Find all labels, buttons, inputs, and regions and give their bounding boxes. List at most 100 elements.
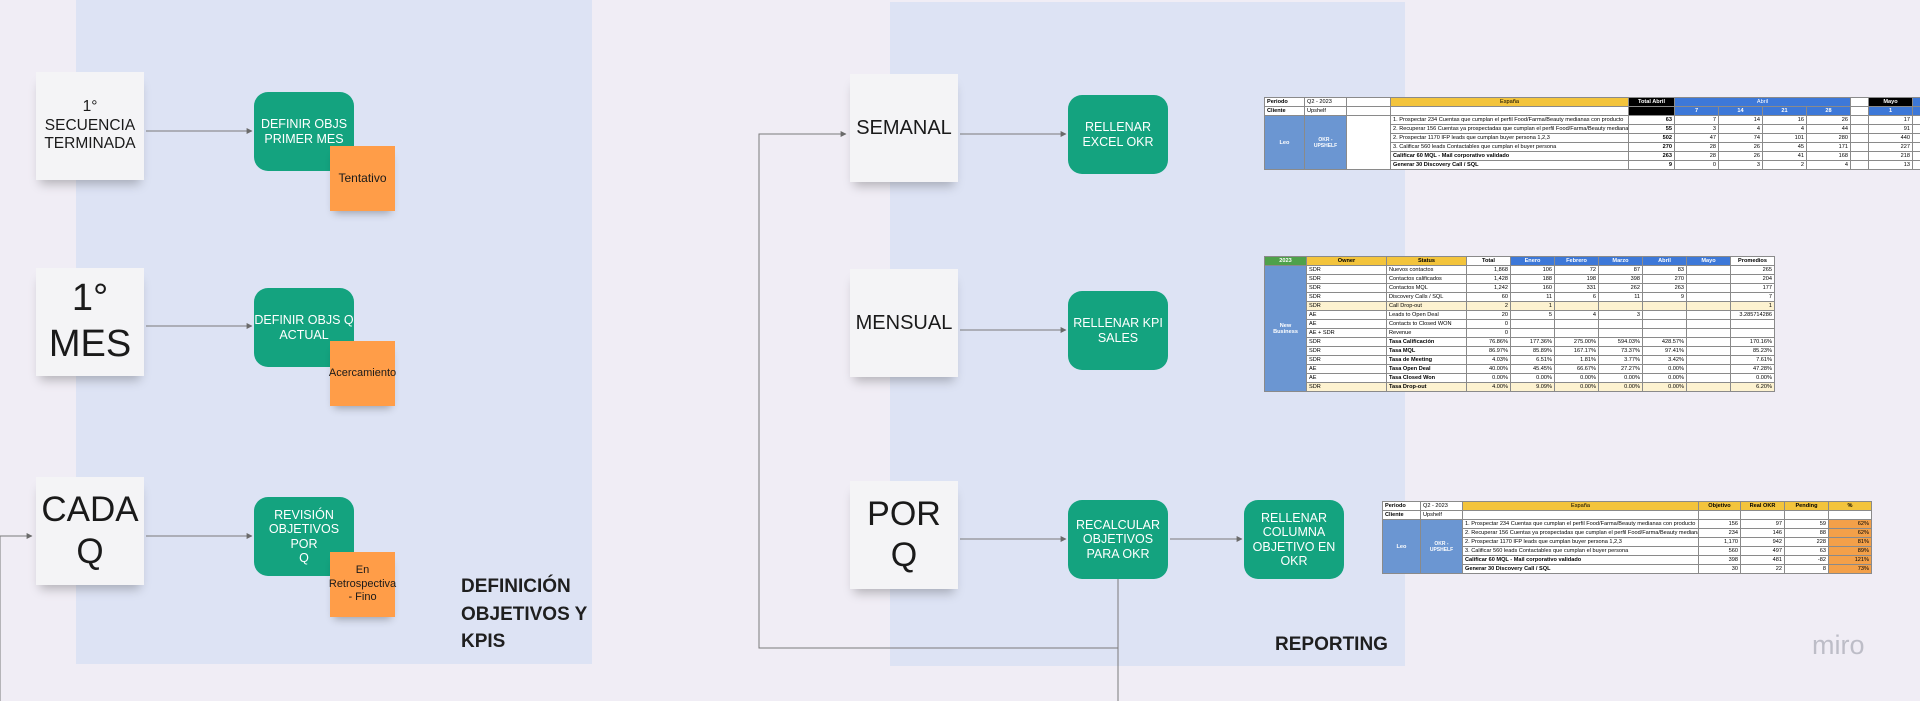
table-cell[interactable]: SDR: [1306, 337, 1387, 347]
table-cell[interactable]: [1686, 364, 1731, 374]
table-cell[interactable]: 2: [1762, 160, 1807, 170]
table-cell[interactable]: 0.00%: [1554, 373, 1599, 383]
table-cell[interactable]: [1686, 346, 1731, 356]
table-cell[interactable]: [1850, 151, 1870, 161]
table-cell[interactable]: 204: [1730, 274, 1775, 284]
table-cell[interactable]: SDR: [1306, 292, 1387, 302]
table-cell[interactable]: 167.17%: [1554, 346, 1599, 356]
table-cell[interactable]: 146: [1740, 528, 1785, 538]
table-cell[interactable]: 2. Prospectar 1170 IFP leads que cumplan…: [1390, 133, 1629, 143]
table-cell[interactable]: 43: [1912, 142, 1920, 152]
table-cell[interactable]: [1850, 133, 1870, 143]
table-cell[interactable]: 497: [1740, 546, 1785, 556]
table-cell[interactable]: 2. Recuperar 156 Cuentas ya prospectadas…: [1390, 124, 1629, 134]
table-cell[interactable]: 17: [1868, 115, 1914, 125]
table-cell[interactable]: 76.86%: [1466, 337, 1511, 347]
table-cell[interactable]: Tasa de Meeting: [1386, 355, 1467, 365]
table-cell[interactable]: [1642, 310, 1687, 320]
table-cell[interactable]: Total Abril: [1628, 97, 1675, 107]
table-cell[interactable]: 21: [1762, 106, 1807, 116]
table-cell[interactable]: 5: [1510, 310, 1555, 320]
table-cell[interactable]: [1686, 382, 1731, 392]
table-cell[interactable]: AE: [1306, 373, 1387, 383]
table-cell[interactable]: Tasa Calificación: [1386, 337, 1467, 347]
table-cell[interactable]: 9.09%: [1510, 382, 1555, 392]
table-cell[interactable]: 4.03%: [1466, 355, 1511, 365]
table-cell[interactable]: 4: [1912, 115, 1920, 125]
table-cell[interactable]: 560: [1698, 546, 1741, 556]
table-cell[interactable]: [1686, 328, 1731, 338]
table-cell[interactable]: 1: [1730, 301, 1775, 311]
table-cell[interactable]: AE: [1306, 319, 1387, 329]
table-cell[interactable]: 7: [1674, 106, 1719, 116]
table-cell[interactable]: 198: [1554, 274, 1599, 284]
table-cell[interactable]: [1730, 319, 1775, 329]
table-cell[interactable]: [1554, 319, 1599, 329]
table-cell[interactable]: 26: [1718, 151, 1763, 161]
table-cell[interactable]: 40.00%: [1466, 364, 1511, 374]
table-cell[interactable]: 228: [1784, 537, 1829, 547]
table-cell[interactable]: 3.285714286: [1730, 310, 1775, 320]
table-cell[interactable]: 275.00%: [1554, 337, 1599, 347]
table-cell[interactable]: Tasa Closed Won: [1386, 373, 1467, 383]
table-cell[interactable]: 63: [1784, 546, 1829, 556]
table-cell[interactable]: Generar 30 Discovery Call / SQL: [1462, 564, 1699, 574]
table-cell[interactable]: 45: [1762, 142, 1807, 152]
sticky-primer-mes[interactable]: 1° MES: [36, 268, 144, 376]
table-cell[interactable]: Periodo: [1264, 97, 1305, 107]
table-cell[interactable]: SDR: [1306, 283, 1387, 293]
table-cell[interactable]: 0.00%: [1598, 373, 1643, 383]
table-cell[interactable]: 41: [1762, 151, 1807, 161]
table-cell[interactable]: 502: [1628, 133, 1675, 143]
table-cell[interactable]: 398: [1698, 555, 1741, 565]
table-cell[interactable]: 44: [1805, 124, 1852, 134]
table-cell[interactable]: [1850, 97, 1870, 107]
table-cell[interactable]: [1850, 115, 1870, 125]
table-cell[interactable]: 0.00%: [1510, 373, 1555, 383]
table-cell[interactable]: Contactos MQL: [1386, 283, 1467, 293]
process-definir-objs-q-actual[interactable]: DEFINIR OBJS Q ACTUAL: [254, 288, 354, 367]
process-recalcular-objetivos[interactable]: RECALCULAR OBJETIVOS PARA OKR: [1068, 500, 1168, 579]
table-cell[interactable]: 1. Prospectar 234 Cuentas que cumplan el…: [1462, 519, 1699, 529]
table-cell[interactable]: Real OKR: [1740, 501, 1785, 511]
table-cell[interactable]: [1346, 115, 1391, 170]
table-cell[interactable]: [1784, 510, 1829, 520]
table-cell[interactable]: 85.23%: [1730, 346, 1775, 356]
table-cell[interactable]: Leo: [1382, 519, 1421, 574]
table-cell[interactable]: 2023: [1264, 256, 1307, 266]
process-rellenar-columna-objetivo[interactable]: RELLENAR COLUMNA OBJETIVO EN OKR: [1244, 500, 1344, 579]
table-cell[interactable]: [1598, 319, 1643, 329]
sticky-semanal[interactable]: SEMANAL: [850, 74, 958, 182]
table-cell[interactable]: 22: [1740, 564, 1785, 574]
table-cell[interactable]: Cliente: [1264, 106, 1305, 116]
table-cell[interactable]: 2: [1466, 301, 1511, 311]
table-cell[interactable]: -82: [1784, 555, 1829, 565]
table-cell[interactable]: SDR: [1306, 301, 1387, 311]
table-cell[interactable]: [1730, 328, 1775, 338]
table-cell[interactable]: 1. Prospectar 234 Cuentas que cumplan el…: [1390, 115, 1629, 125]
table-cell[interactable]: 218: [1868, 151, 1914, 161]
table-cell[interactable]: New Business: [1264, 265, 1307, 392]
table-cell[interactable]: [1462, 510, 1699, 520]
table-cell[interactable]: 101: [1762, 133, 1807, 143]
table-cell[interactable]: 106: [1510, 265, 1555, 275]
process-rellenar-excel-okr[interactable]: RELLENAR EXCEL OKR: [1068, 95, 1168, 174]
table-cell[interactable]: Mayo: [1868, 97, 1914, 107]
table-cell[interactable]: 3: [1912, 160, 1920, 170]
table-cell[interactable]: Contactos calificados: [1386, 274, 1467, 284]
table-cell[interactable]: AE + SDR: [1306, 328, 1387, 338]
table-cell[interactable]: [1510, 319, 1555, 329]
table-cell[interactable]: 4: [1554, 310, 1599, 320]
table-cell[interactable]: 3. Calificar 560 leads Contactables que …: [1462, 546, 1699, 556]
table-cell[interactable]: [1686, 283, 1731, 293]
table-cell[interactable]: [1740, 510, 1785, 520]
table-cell[interactable]: [1598, 328, 1643, 338]
table-cell[interactable]: 14: [1718, 115, 1763, 125]
table-cell[interactable]: Contacts to Closed WON: [1386, 319, 1467, 329]
table-cell[interactable]: 7.61%: [1730, 355, 1775, 365]
table-cell[interactable]: [1686, 301, 1731, 311]
table-cell[interactable]: 85.89%: [1510, 346, 1555, 356]
table-cell[interactable]: 4: [1762, 124, 1807, 134]
